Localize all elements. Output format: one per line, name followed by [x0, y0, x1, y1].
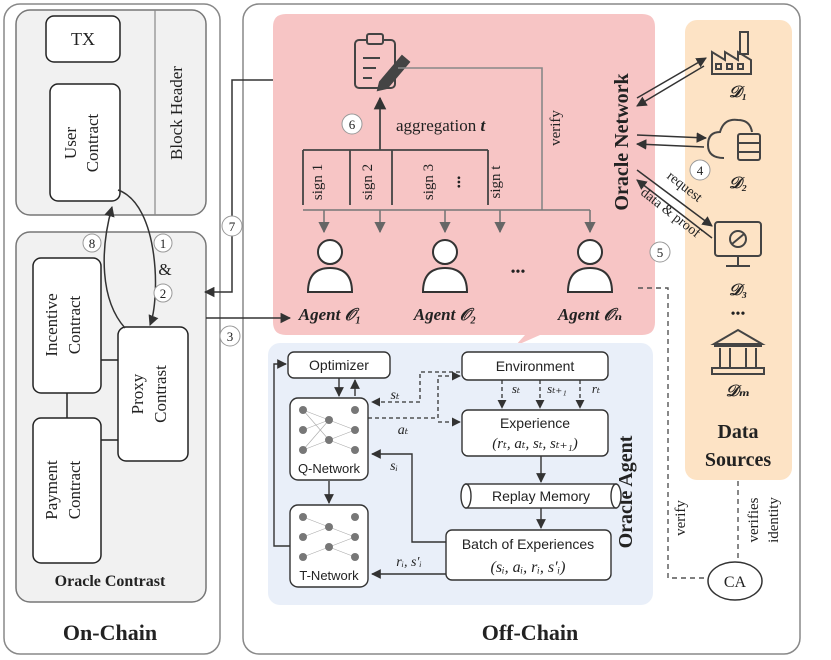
step-4-badge: [689, 159, 711, 181]
step-8-badge: [82, 233, 102, 253]
agent-1-icon: [306, 239, 354, 293]
aggregation-clipboard-icon: [354, 33, 411, 92]
proxy-contrast-box: [117, 326, 189, 462]
step-7-badge: [221, 215, 243, 237]
agent-n-label: Agent 𝒪ₙ: [557, 305, 623, 324]
d3-label: 𝒟₃: [729, 282, 747, 299]
sign-2-label: sign 2: [360, 164, 376, 200]
step-6-badge: [341, 113, 363, 135]
replay-memory-label: Replay Memory: [492, 488, 590, 504]
step-5-label: 5: [657, 245, 664, 260]
step-2-label: 2: [160, 286, 167, 301]
agent-n-icon: [566, 239, 614, 293]
user-contract-line1: User: [61, 127, 80, 159]
block-header-label: Block Header: [167, 66, 186, 160]
ampersand-label: &: [158, 260, 171, 279]
experience-line1: Experience: [500, 415, 570, 431]
sign-t-label: sign t: [488, 165, 504, 199]
agent-2-icon: [421, 239, 469, 293]
oracle-contrast-label: Oracle Contrast: [55, 573, 166, 590]
sign-1-label: sign 1: [310, 164, 326, 200]
tx-box: [45, 15, 121, 63]
user-contract-line2: Contract: [83, 113, 102, 172]
step-5-badge: [649, 241, 671, 263]
sign-dots: •••: [452, 176, 466, 189]
environment-label: Environment: [496, 358, 575, 374]
step-1-label: 1: [160, 236, 167, 251]
environment-box: [461, 351, 609, 381]
oracle-network-label: Oracle Network: [611, 73, 633, 211]
env-st1-label: sₜ₊₁: [547, 381, 567, 396]
sign-3-label: sign 3: [421, 164, 437, 200]
step-3-label: 3: [227, 329, 234, 344]
proxy-line2: Contrast: [151, 365, 170, 423]
at-label: aₜ: [398, 423, 409, 438]
agent-1-label: Agent 𝒪₁: [298, 305, 361, 324]
monitor-icon: [714, 221, 762, 267]
factory-icon: [711, 31, 752, 75]
payment-line1: Payment: [42, 460, 61, 520]
q-network-box: [289, 397, 369, 481]
verifies-line1: verifies: [746, 497, 762, 542]
off-chain-title: Off-Chain: [482, 620, 579, 645]
cloud-server-icon: [706, 118, 761, 161]
step-4-label: 4: [697, 163, 704, 178]
env-st-label: sₜ: [512, 381, 521, 396]
data-sources-line1: Data: [717, 421, 758, 443]
ca-node: [707, 561, 763, 601]
experience-line2: (rₜ, aₜ, sₜ, sₜ₊₁): [492, 436, 577, 452]
aggregation-label: aggregation t: [396, 116, 487, 135]
oracle-agent-label: Oracle Agent: [615, 435, 637, 548]
env-rt-label: rₜ: [592, 381, 601, 396]
proxy-line1: Proxy: [128, 373, 147, 414]
si-label: sᵢ: [390, 459, 398, 474]
payment-contract-box: [32, 417, 102, 564]
batch-box: [445, 529, 612, 581]
st-label: sₜ: [391, 388, 400, 403]
q-network-label: Q-Network: [298, 461, 361, 476]
d2-label: 𝒟₂: [729, 175, 747, 192]
verifies-line2: identity: [766, 497, 782, 543]
step-3-badge: [219, 325, 241, 347]
verify-ca-label: verify: [673, 500, 689, 536]
dm-label: 𝒟ₘ: [726, 383, 750, 400]
replay-memory-cylinder: [460, 483, 622, 509]
agent-dots: •••: [511, 265, 526, 280]
data-sources-line2: Sources: [705, 449, 772, 471]
user-contract-box: [49, 83, 121, 202]
bank-icon: [710, 328, 766, 375]
payment-line2: Contract: [65, 460, 84, 519]
ri-si-label: rᵢ, s′ᵢ: [396, 555, 421, 570]
step-8-label: 8: [89, 236, 96, 251]
agent-2-label: Agent 𝒪₂: [413, 305, 477, 324]
ca-label: CA: [724, 574, 747, 591]
t-network-label: T-Network: [299, 568, 359, 583]
step-2-badge: [153, 283, 173, 303]
step-1-badge: [153, 233, 173, 253]
batch-line2: (sᵢ, aᵢ, rᵢ, s′ᵢ): [491, 559, 566, 576]
optimizer-label: Optimizer: [309, 357, 369, 373]
experience-box: [461, 409, 609, 457]
sources-dots: •••: [731, 307, 746, 322]
oracle-network-panel: [273, 14, 655, 346]
d1-label: 𝒟₁: [729, 84, 747, 101]
incentive-line1: Incentive: [42, 293, 61, 356]
incentive-line2: Contract: [65, 295, 84, 354]
verify-label: verify: [548, 110, 564, 146]
batch-line1: Batch of Experiences: [462, 536, 594, 552]
step-6-label: 6: [349, 117, 356, 132]
step-7-label: 7: [229, 219, 236, 234]
on-chain-title: On-Chain: [63, 620, 157, 645]
t-network-box: [289, 504, 369, 588]
tx-label: TX: [71, 29, 95, 49]
